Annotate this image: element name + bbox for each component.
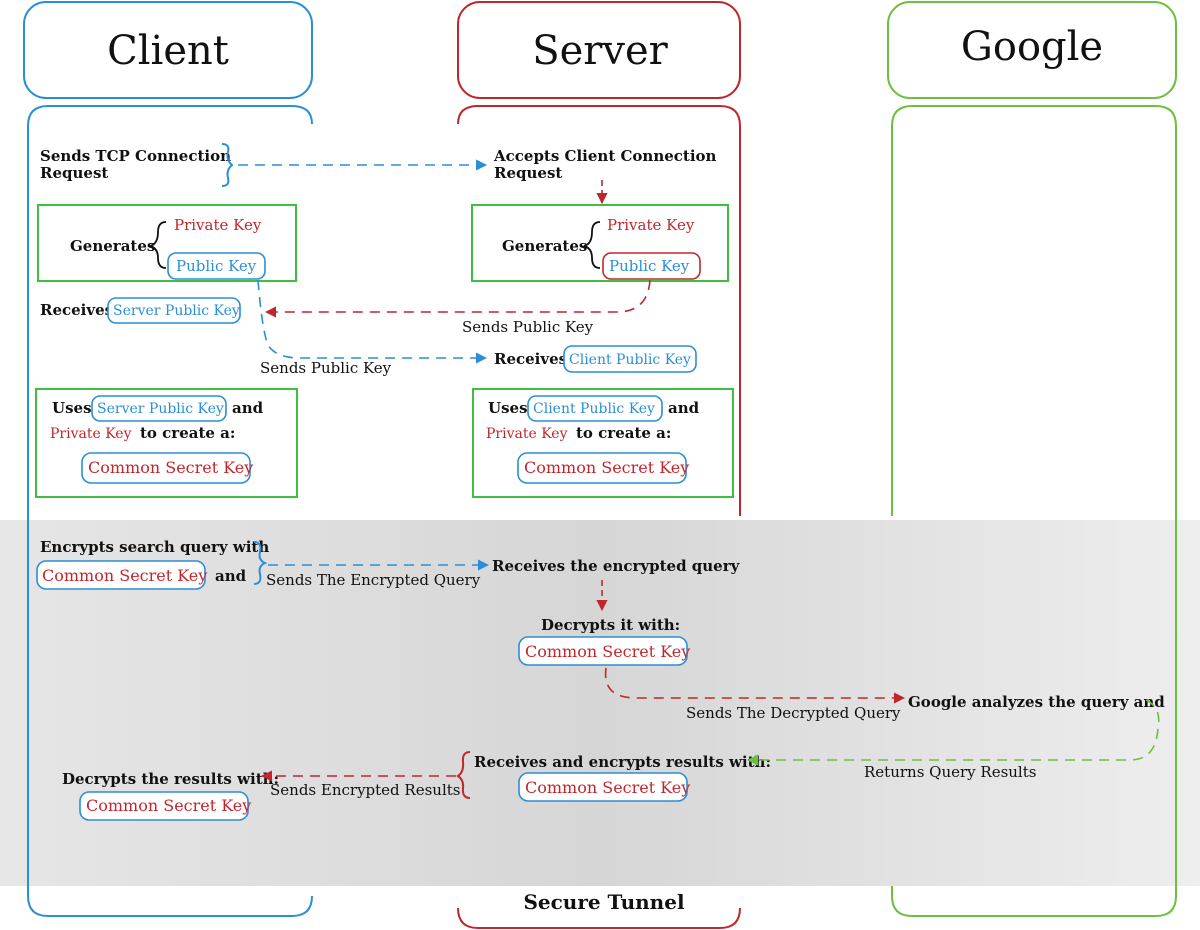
client-uses-box (35, 388, 298, 498)
client-column-border (27, 105, 313, 917)
server-csk-pill (517, 452, 687, 484)
server-receives-encrypts-results: Receives and encrypts results with: (474, 753, 771, 771)
client-private-key: Private Key (174, 216, 262, 234)
client-header-box (23, 1, 313, 99)
client-decrypts-results: Decrypts the results with: (62, 770, 279, 788)
server-decrypts-key-pill (518, 636, 688, 666)
server-results-key-pill (518, 772, 688, 802)
server-column-border (457, 105, 741, 516)
server-uses-key: Client Public Key (533, 401, 655, 417)
label-sends-encrypted-results: Sends Encrypted Results (270, 781, 460, 799)
arrow-sends-decrypted-query (604, 667, 906, 704)
google-header: Google (961, 24, 1103, 70)
server-uses-and: and (668, 399, 700, 417)
server-decrypts-key: Common Secret Key (525, 642, 690, 661)
client-csk-pill (81, 452, 251, 484)
server-column-bottom (457, 907, 741, 929)
client-decrypts-key-pill (79, 791, 249, 821)
client-tcp-brace (221, 143, 234, 187)
secure-tunnel-label: Secure Tunnel (523, 890, 685, 914)
arrow-server-sends-public-key (264, 279, 651, 318)
client-uses-and: and (232, 399, 264, 417)
client-encrypts: Encrypts search query with (40, 538, 269, 556)
server-accepts: Accepts Client Connection (493, 147, 717, 165)
arrow-client-sends-public-key (257, 279, 488, 364)
server-uses-box (472, 388, 734, 498)
server-client-pubkey-pill (563, 345, 697, 373)
server-client-public-key: Client Public Key (569, 352, 691, 368)
client-public-key-pill (167, 252, 266, 280)
client-encrypts-key-pill (36, 560, 206, 590)
server-generates-box (471, 204, 729, 282)
client-decrypts-key: Common Secret Key (86, 796, 251, 815)
server-public-key-pill (602, 252, 701, 280)
label-returns-query-results: Returns Query Results (864, 763, 1036, 781)
client-uses-key-pill (91, 395, 227, 422)
client-encrypts-key: Common Secret Key (42, 566, 207, 585)
label-sends-encrypted-query: Sends The Encrypted Query (266, 571, 481, 589)
google-analyzes: Google analyzes the query and (908, 693, 1165, 711)
arrow-returns-query-results (746, 699, 1160, 766)
client-uses-key: Server Public Key (97, 401, 224, 417)
client-sends-tcp-2: Request (40, 164, 108, 182)
client-sends-tcp: Sends TCP Connection (40, 147, 231, 165)
client-generates: Generates (70, 237, 155, 255)
client-server-pubkey-pill (107, 297, 241, 324)
server-private-key: Private Key (607, 216, 695, 234)
client-public-key: Public Key (176, 257, 257, 275)
client-uses: Uses (52, 399, 92, 417)
google-column-border (891, 105, 1177, 917)
server-private-key-2: Private Key (486, 426, 568, 442)
client-common-secret-key: Common Secret Key (88, 458, 253, 477)
server-decrypts-with: Decrypts it with: (541, 616, 680, 634)
server-receives: Receives (494, 350, 567, 368)
server-header-box (457, 1, 741, 99)
server-public-key: Public Key (609, 257, 690, 275)
client-encrypts-brace (253, 541, 268, 585)
client-to-create: to create a: (140, 424, 235, 442)
server-header: Server (532, 28, 668, 74)
label-client-sends-public-key: Sends Public Key (260, 359, 392, 377)
client-header: Client (107, 28, 229, 74)
client-receives: Receives (40, 301, 113, 319)
server-uses: Uses (488, 399, 528, 417)
label-sends-decrypted-query: Sends The Decrypted Query (686, 704, 901, 722)
server-receives-encrypted: Receives the encrypted query (492, 557, 741, 575)
server-results-key: Common Secret Key (525, 778, 690, 797)
server-generates-brace (583, 221, 601, 269)
server-to-create: to create a: (576, 424, 671, 442)
server-common-secret-key: Common Secret Key (524, 458, 689, 477)
client-generates-box (37, 204, 297, 282)
server-generates: Generates (502, 237, 587, 255)
client-private-key-2: Private Key (50, 426, 132, 442)
client-encrypts-and: and (215, 567, 247, 585)
label-server-sends-public-key: Sends Public Key (462, 318, 594, 336)
google-header-box (887, 1, 1177, 99)
server-accepts-2: Request (494, 164, 562, 182)
server-results-brace (456, 751, 471, 799)
client-generates-brace (149, 221, 167, 269)
server-uses-key-pill (527, 395, 663, 422)
client-server-public-key: Server Public Key (113, 303, 240, 319)
